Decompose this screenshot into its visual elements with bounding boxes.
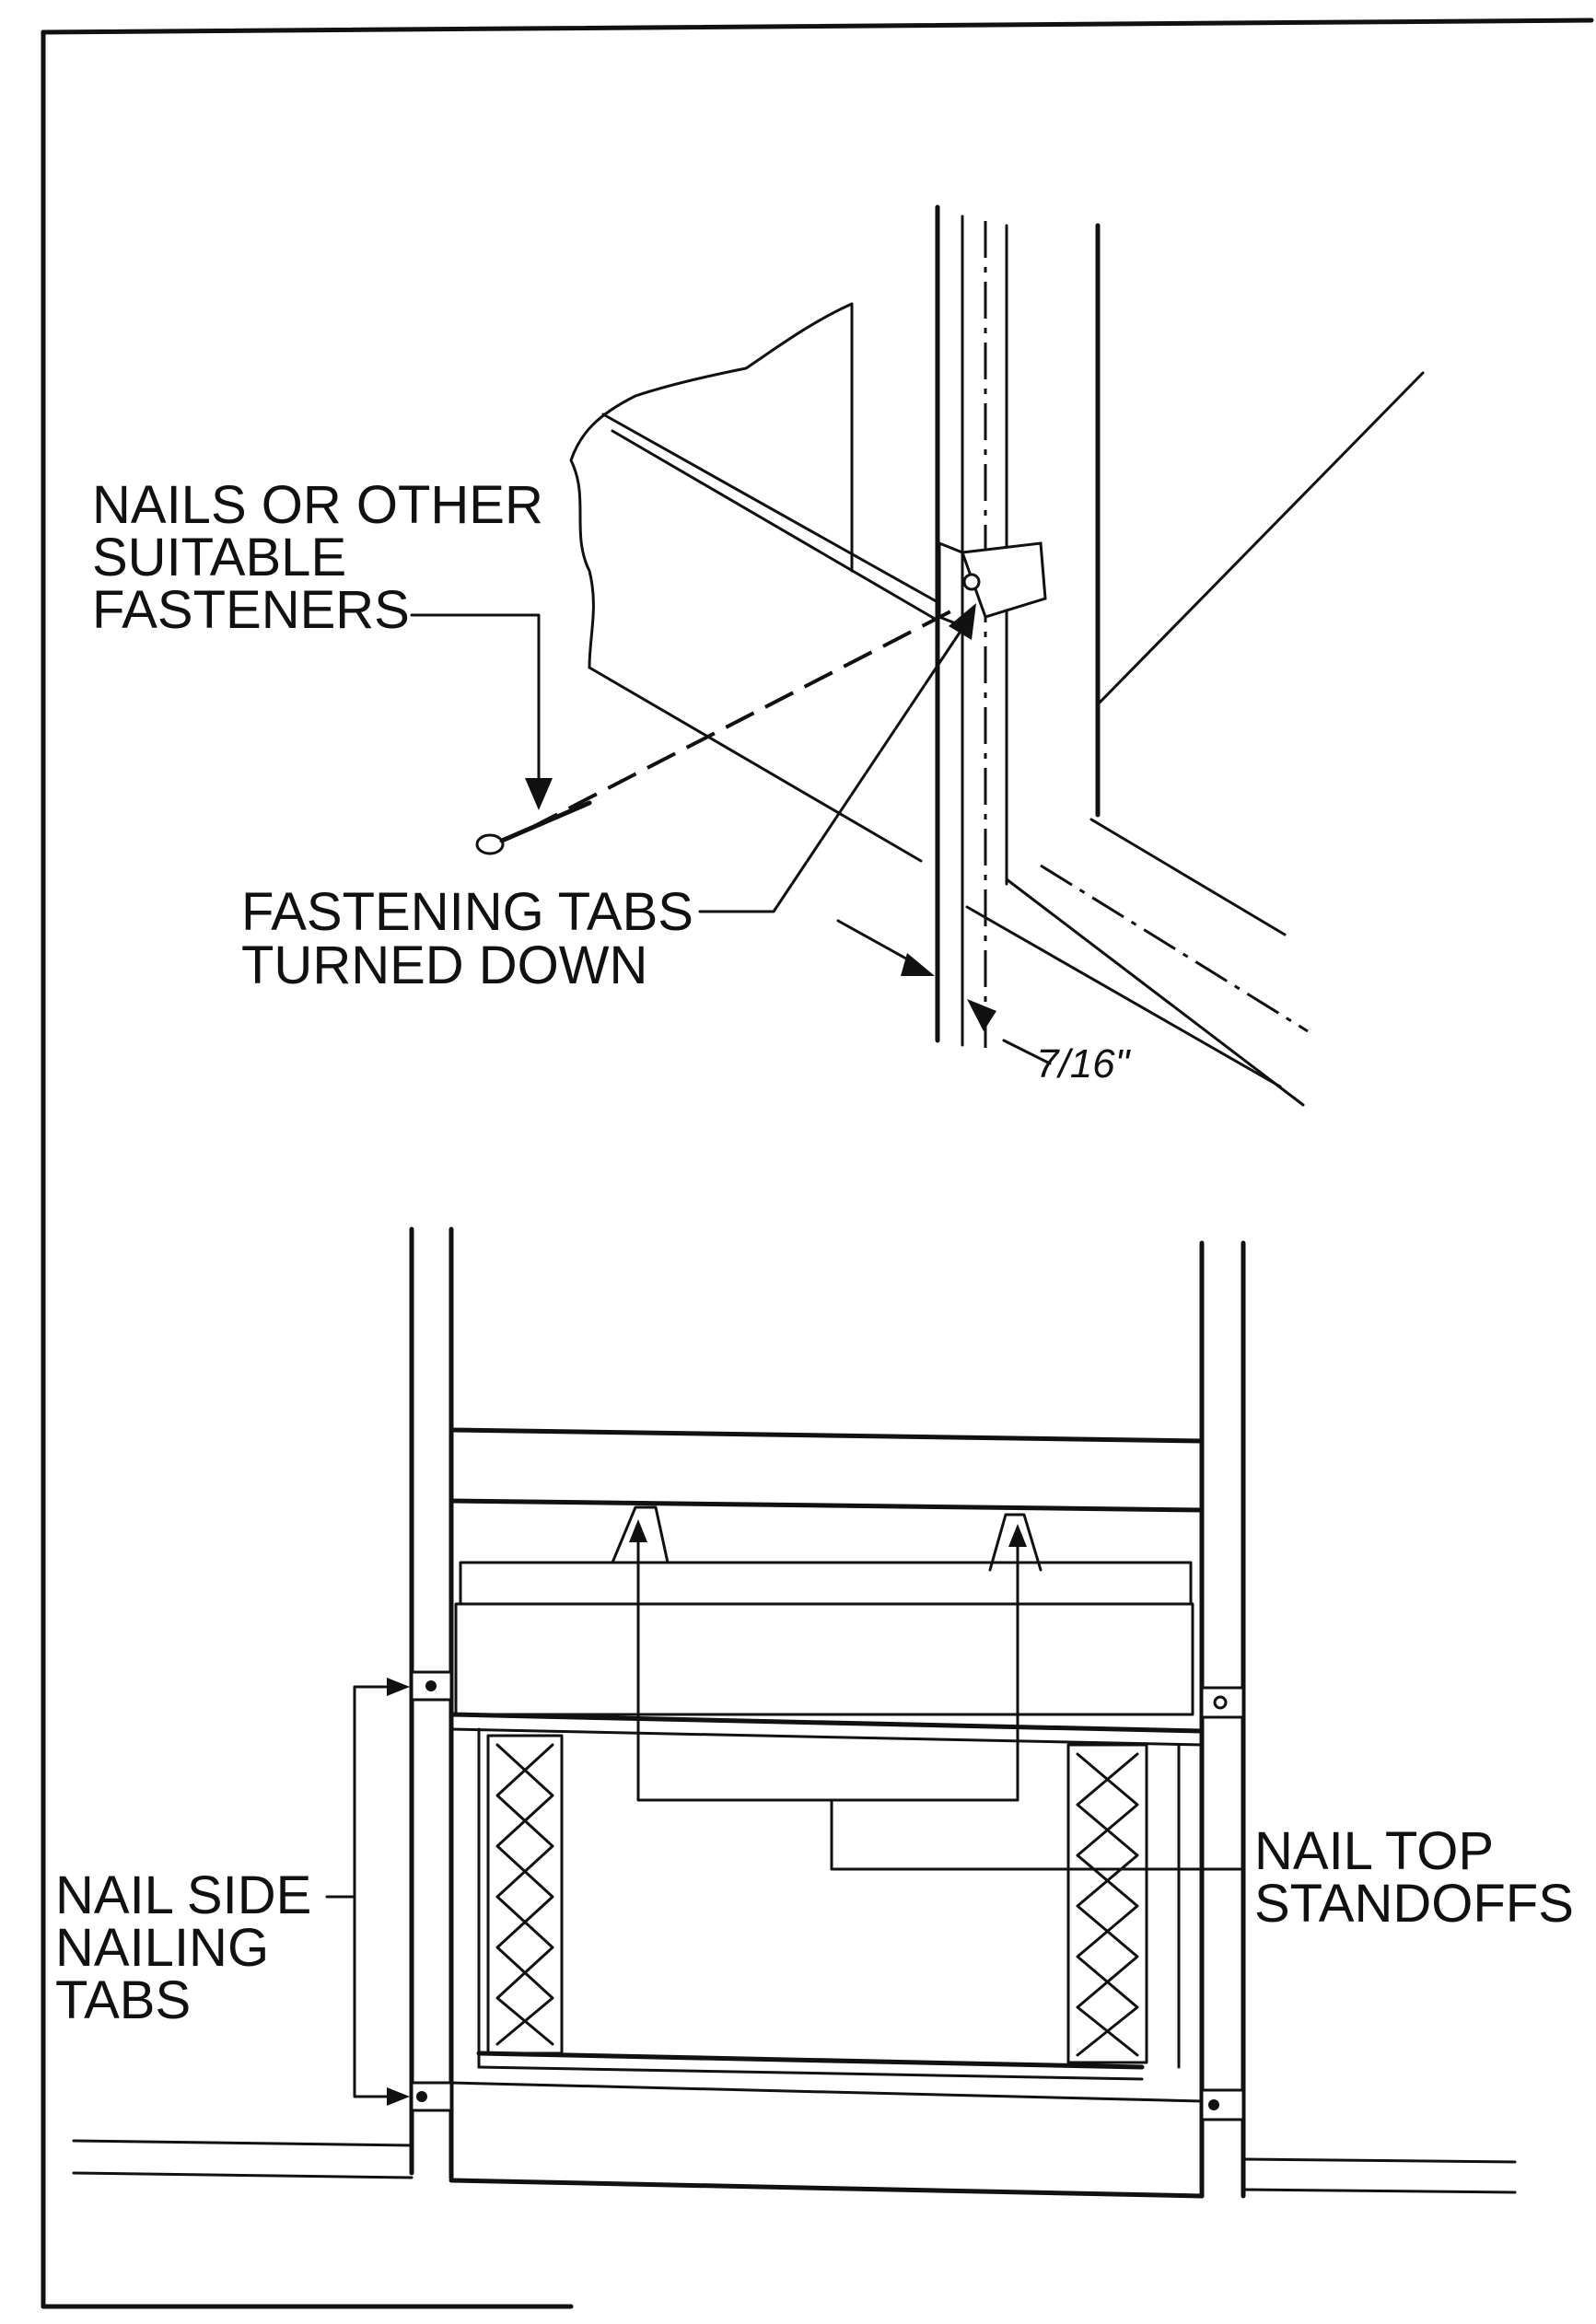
tab-hole	[962, 573, 981, 591]
right-diagonal-edge	[1096, 371, 1425, 706]
floor-line-left-2	[72, 2171, 414, 2179]
floor-line-right-2	[1241, 2188, 1517, 2194]
nail-icon	[475, 800, 592, 855]
bottom-plate-bottom	[449, 2178, 1205, 2199]
nailing-tab-bottom-right	[1200, 2088, 1245, 2121]
label-side-nailing-tabs: NAIL SIDE NAILING TABS	[55, 1865, 326, 2030]
header-bottom	[449, 1498, 1205, 1513]
arrowhead-standoff-left	[629, 1519, 647, 1542]
standoff-left	[611, 1505, 670, 1564]
dimension-leader-right	[1002, 1039, 1052, 1065]
nailing-tab-bottom-left	[410, 2081, 453, 2112]
label-fasteners: NAILS OR OTHER SUITABLE FASTENERS	[92, 475, 558, 640]
floor-line-3	[1089, 818, 1287, 936]
filter-right	[1066, 1743, 1148, 2064]
dimension-label: 7/16"	[1036, 1041, 1132, 1086]
top-detail-drawing	[410, 204, 1425, 1107]
bottom-plate-top	[449, 2081, 1204, 2103]
floor-line-1	[1005, 877, 1305, 1107]
leader-fasteners	[410, 613, 541, 784]
header-top	[449, 1427, 1205, 1444]
arrowhead-side-bottom	[387, 2087, 410, 2106]
bottom-detail-drawing	[72, 1226, 1517, 2199]
standoff-right	[988, 1513, 1043, 1572]
floor-line-right-1	[1241, 2157, 1517, 2164]
label-fastening-tabs: FASTENING TABS TURNED DOWN	[241, 882, 708, 995]
unit-bottom-rail-inner	[477, 2065, 1144, 2081]
nailing-tab-top-left	[410, 1670, 453, 1702]
leader-side-tabs	[353, 1685, 407, 2098]
wall-ledge-inner	[611, 429, 937, 621]
unit-top-cap	[459, 1561, 1193, 1606]
page-border	[41, 17, 1594, 2309]
arrowhead-tabs	[949, 603, 976, 640]
floor-line-left-1	[72, 2139, 414, 2147]
wall-panel-outline	[569, 302, 854, 669]
fastening-tab-flange	[960, 541, 1047, 619]
nailing-tab-top-right	[1200, 1686, 1245, 1719]
label-top-standoffs: NAIL TOP STANDOFFS	[1254, 1821, 1574, 1934]
unit-top-body	[454, 1602, 1194, 1716]
floor-line-2	[965, 905, 1282, 1088]
nail-path-dashed	[529, 606, 959, 831]
filter-left	[486, 1734, 564, 2055]
arrowhead-dim-left	[901, 953, 935, 976]
arrowhead-side-top	[387, 1678, 410, 1696]
arrowhead-dim-right	[967, 999, 996, 1031]
arrowhead-fasteners	[525, 778, 553, 810]
wall-top-ledge	[601, 413, 941, 605]
floor-centerline	[1040, 864, 1309, 1033]
unit-bottom-rail	[476, 2051, 1145, 2070]
leader-tabs	[698, 622, 967, 913]
arrowhead-standoff-right	[1008, 1524, 1027, 1547]
leader-standoffs-bracket	[636, 1531, 1019, 1802]
leader-standoffs-main	[830, 1798, 1245, 1871]
unit-frame-top	[449, 1712, 1205, 1734]
wall-bottom-edge	[588, 666, 923, 863]
unit-frame-top-inner	[449, 1727, 1204, 1747]
